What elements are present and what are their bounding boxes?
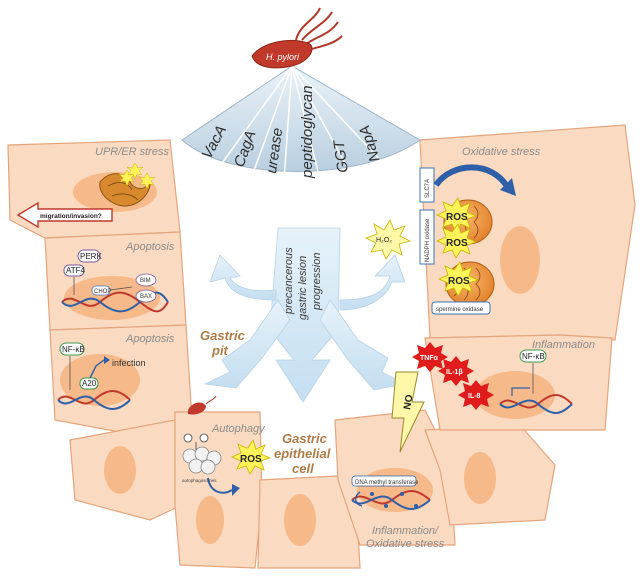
panel-title-inflammation: Inflammation xyxy=(532,339,595,351)
svg-text:Gastric: Gastric xyxy=(200,328,246,343)
center-text: precancerous gastric lesion progression xyxy=(283,247,323,320)
center-text-line-3: progression xyxy=(311,253,323,311)
bim-label: BIM xyxy=(140,278,151,284)
virulence-fan xyxy=(181,65,421,181)
il8-star xyxy=(458,380,494,410)
center-text-line-1: precancerous xyxy=(283,247,295,315)
svg-text:epithelial: epithelial xyxy=(274,446,331,461)
panel-inflammation: Inflammation TNFα IL-1β IL-8 NF-κB xyxy=(412,339,595,414)
bax-label: BAX xyxy=(140,294,152,300)
ros-label-2: ROS xyxy=(446,238,468,249)
panel-title-apoptosis-2: Apoptosis xyxy=(125,333,175,345)
svg-text:cell: cell xyxy=(292,461,314,476)
factor-urease: urease xyxy=(263,127,286,175)
il1b-star xyxy=(438,356,474,386)
bacterium-label: H. pylori xyxy=(266,52,300,62)
panel-title-apoptosis-1: Apoptosis xyxy=(125,241,175,253)
center-text-line-2: gastric lesion xyxy=(297,256,309,320)
chop-label: CHOP xyxy=(94,289,111,295)
h2o2-label: H₂O₂ xyxy=(376,237,392,244)
nfkb-label-2: NF-κB xyxy=(522,352,545,361)
ros-burst-3 xyxy=(438,261,480,297)
no-label: NO xyxy=(402,394,415,411)
ros-label-autophagy: ROS xyxy=(240,454,262,465)
no-lightning xyxy=(391,371,425,453)
panel-title-upr: UPR/ER stress xyxy=(95,146,169,158)
perk-label: PERK xyxy=(80,252,102,261)
nfkb-label-1: NF-κB xyxy=(62,345,85,354)
panel-title-infl-ox-1: Inflammation/ xyxy=(372,525,439,537)
upr-arrow-label: migration/invasion? xyxy=(40,213,102,220)
panel-autophagy: Autophagy autophagosomes ROS xyxy=(182,395,272,496)
central-arrows xyxy=(203,227,407,403)
panel-title-autophagy: Autophagy xyxy=(211,423,266,435)
panel-apoptosis-2: Apoptosis NF-κB infection A20 xyxy=(57,333,175,410)
h-pylori-bacterium: H. pylori xyxy=(251,7,343,69)
factor-peptidoglycan: peptidoglycan xyxy=(299,85,316,179)
ros-burst-1 xyxy=(436,197,478,233)
dna-mt-label: DNA methyl transferase xyxy=(355,480,419,486)
autophagosomes-label: autophagosomes xyxy=(182,478,217,483)
slc-label: SLC7A xyxy=(425,179,431,198)
tnf-label: TNFα xyxy=(420,355,439,362)
svg-text:pit: pit xyxy=(211,343,229,358)
ros-label-3: ROS xyxy=(448,276,470,287)
factor-ggt: GGT xyxy=(330,137,352,173)
panel-apoptosis-1: Apoptosis PERK ATF4 CHOP BIM BAX xyxy=(61,241,175,313)
panel-title-infl-ox-2: Oxidative stress xyxy=(366,538,445,550)
panel-inflammation-oxidative: NO DNA methyl transferase Inflammation/ … xyxy=(351,371,445,550)
panel-upr-er-stress: UPR/ER stress migration/invasion? xyxy=(16,146,169,229)
il8-label: IL-8 xyxy=(468,393,481,400)
gastric-epithelial-cell-label: Gastric epithelial cell xyxy=(274,431,331,476)
panel-title-oxidative: Oxidative stress xyxy=(462,146,541,158)
il1b-label: IL-1β xyxy=(446,369,463,376)
nadph-label: NADPH oxidase xyxy=(425,218,431,262)
infection-label: infection xyxy=(112,358,146,368)
gastric-pit-label: Gastric pit xyxy=(200,328,246,358)
ros-burst-2 xyxy=(436,223,478,259)
h2o2-burst xyxy=(364,219,412,260)
ros-burst-autophagy xyxy=(231,439,272,475)
atf4-label: ATF4 xyxy=(66,266,86,275)
panel-oxidative-stress: Oxidative stress SLC7A NADPH oxidase H₂O… xyxy=(364,146,541,315)
spermine-label: spermine oxidase xyxy=(436,307,484,313)
tnf-star xyxy=(412,342,448,372)
svg-text:Gastric: Gastric xyxy=(282,431,328,446)
a20-label: A20 xyxy=(82,379,97,388)
ros-label-1: ROS xyxy=(446,212,468,223)
